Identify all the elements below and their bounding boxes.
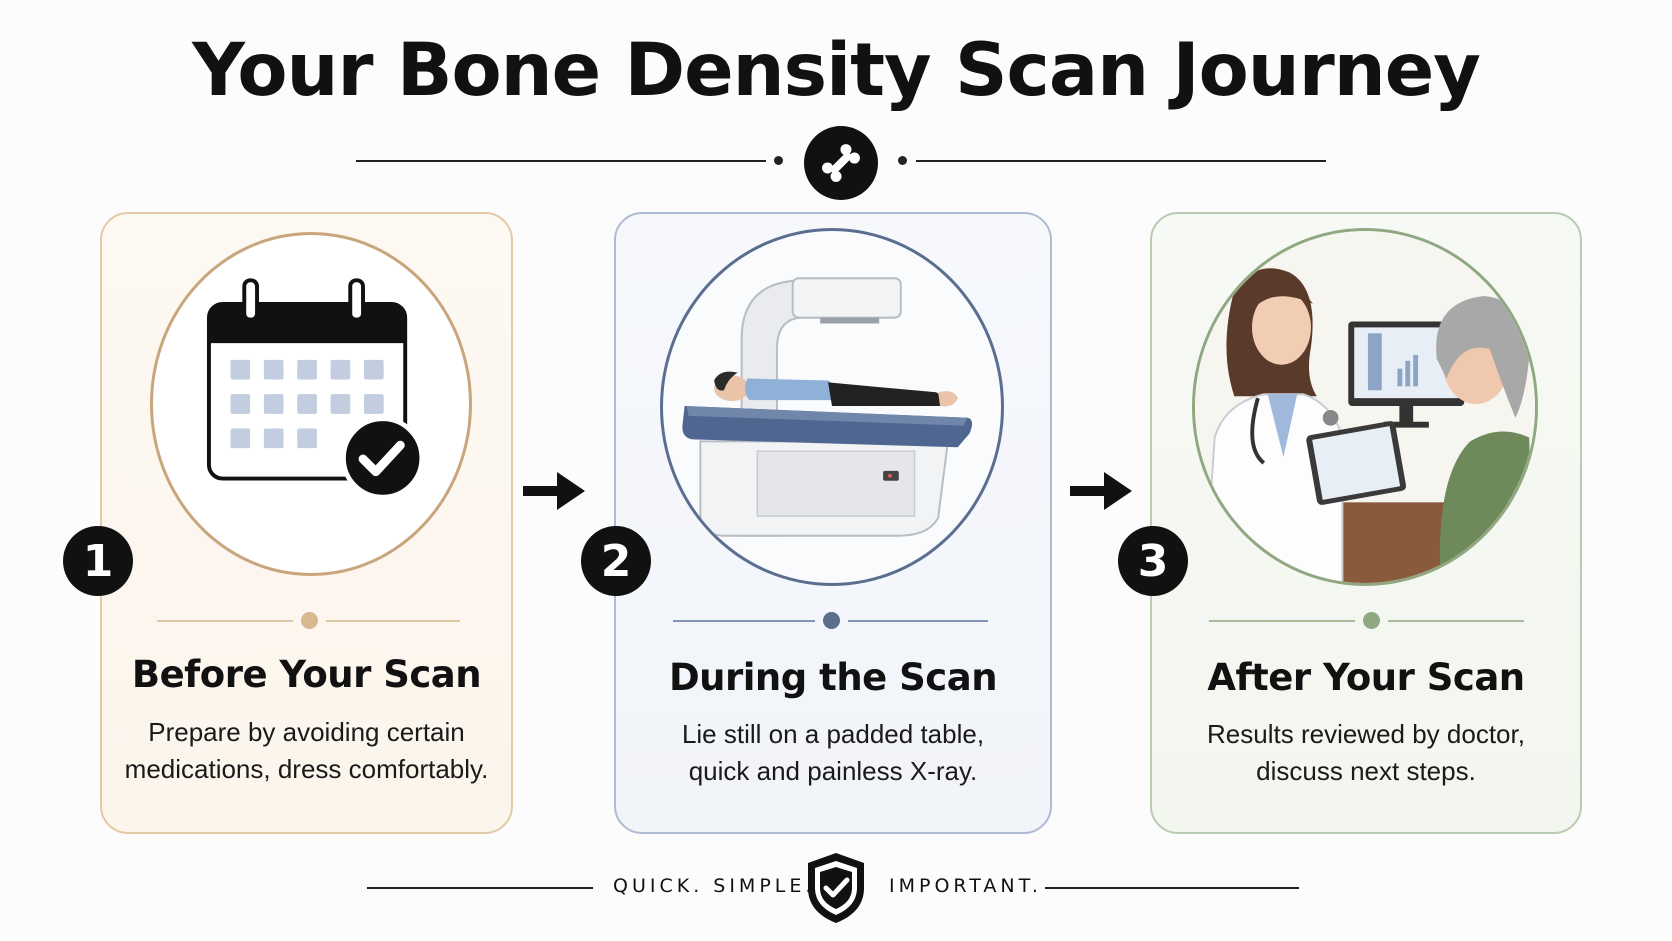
title-rule-right <box>916 160 1326 162</box>
footer-rule-right <box>1045 887 1299 889</box>
card-divider <box>1388 620 1524 622</box>
step-number-1: 1 <box>63 526 133 596</box>
step-description-before: Prepare by avoiding certain medications,… <box>100 714 513 788</box>
step-heading-during: During the Scan <box>668 656 998 699</box>
step-number-2: 2 <box>581 526 651 596</box>
card-divider <box>326 620 460 622</box>
arrow-right-icon <box>1070 472 1132 510</box>
shield-check-icon <box>808 853 864 923</box>
footer-rule-left <box>367 887 593 889</box>
divider-dot <box>823 612 840 629</box>
description-line: Lie still on a padded table, <box>681 719 985 749</box>
divider-dot <box>1363 612 1380 629</box>
card-divider <box>1209 620 1355 622</box>
calendar-illustration <box>150 232 472 576</box>
step-heading-after: After Your Scan <box>1207 656 1525 699</box>
calendar-check-icon <box>206 278 425 500</box>
description-line: Prepare by avoiding certain <box>148 717 465 747</box>
title-dot-right <box>898 156 907 165</box>
title-dot-left <box>774 156 783 165</box>
description-line: discuss next steps. <box>1256 756 1476 786</box>
divider-dot <box>301 612 318 629</box>
footer-tagline-right: IMPORTANT. <box>889 875 1042 897</box>
description-line: Results reviewed by doctor, <box>1207 719 1525 749</box>
step-description-during: Lie still on a padded table, quick and p… <box>614 716 1052 790</box>
card-divider <box>673 620 815 622</box>
page-title: Your Bone Density Scan Journey <box>192 28 1481 113</box>
card-divider <box>157 620 293 622</box>
arrow-right-icon <box>523 472 585 510</box>
bone-icon <box>804 126 878 200</box>
doctor-consult-illustration <box>1192 228 1538 586</box>
card-divider <box>848 620 988 622</box>
footer-tagline-left: QUICK. SIMPLE. <box>613 875 816 897</box>
step-heading-before: Before Your Scan <box>131 653 482 696</box>
dexa-scan-illustration <box>660 228 1004 586</box>
title-rule-left <box>356 160 766 162</box>
description-line: quick and painless X-ray. <box>688 756 978 786</box>
step-number-3: 3 <box>1118 526 1188 596</box>
description-line: medications, dress comfortably. <box>124 754 489 784</box>
step-description-after: Results reviewed by doctor, discuss next… <box>1150 716 1582 790</box>
